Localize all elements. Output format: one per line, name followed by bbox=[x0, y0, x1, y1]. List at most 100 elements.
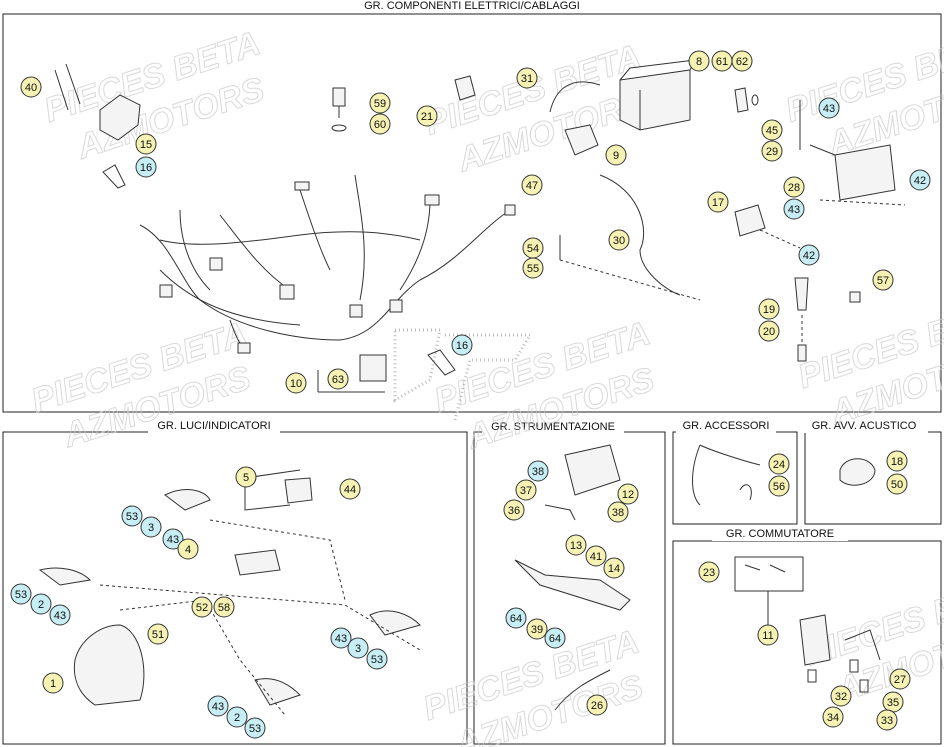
callout-number: 43 bbox=[335, 633, 347, 645]
callout-circle bbox=[768, 475, 790, 497]
callout-59: 59 bbox=[369, 92, 391, 114]
callout-28: 28 bbox=[783, 176, 805, 198]
callout-64: 64 bbox=[544, 627, 566, 649]
callout-number: 15 bbox=[140, 139, 152, 151]
callout-58: 58 bbox=[213, 596, 235, 618]
accessory-cable-part bbox=[692, 444, 761, 506]
callout-55: 55 bbox=[522, 257, 544, 279]
callout-circle bbox=[30, 593, 52, 615]
callout-16: 16 bbox=[135, 156, 157, 178]
callout-circle bbox=[207, 695, 229, 717]
callout-number: 60 bbox=[374, 119, 386, 131]
ignition-switch-part bbox=[799, 614, 831, 666]
callout-number: 16 bbox=[140, 162, 152, 174]
callout-number: 58 bbox=[218, 602, 230, 614]
callout-number: 43 bbox=[788, 204, 800, 216]
callout-number: 32 bbox=[835, 691, 847, 703]
callout-circle bbox=[822, 706, 844, 728]
callout-number: 43 bbox=[212, 701, 224, 713]
callout-number: 47 bbox=[526, 180, 538, 192]
plug-cap-part bbox=[794, 277, 809, 311]
callout-circle bbox=[244, 717, 266, 739]
callout-11: 11 bbox=[757, 624, 779, 646]
callout-number: 23 bbox=[703, 567, 715, 579]
cable-26-part bbox=[554, 669, 611, 711]
main-section-title: GR. COMPONENTI ELETTRICI/CABLAGGI bbox=[364, 0, 580, 12]
cdi-28-part bbox=[834, 144, 896, 201]
section-title-luci: GR. LUCI/INDICATORI bbox=[157, 420, 270, 432]
callout-circle bbox=[586, 694, 608, 716]
section-title-commutatore: GR. COMMUTATORE bbox=[726, 528, 834, 540]
callout-circle bbox=[565, 534, 587, 556]
callout-number: 56 bbox=[773, 481, 785, 493]
callout-number: 37 bbox=[520, 485, 532, 497]
drawings-strumentazione bbox=[514, 444, 631, 711]
frame-componenti-elettrici bbox=[2, 13, 942, 413]
callout-circle bbox=[42, 672, 64, 694]
callout-circle bbox=[369, 113, 391, 135]
callout-circle bbox=[285, 372, 307, 394]
callout-circle bbox=[369, 92, 391, 114]
callout-number: 13 bbox=[570, 540, 582, 552]
callout-43: 43 bbox=[162, 528, 184, 550]
callout-53: 53 bbox=[10, 583, 32, 605]
section-titles: GR. LUCI/INDICATORI GR. STRUMENTAZIONE G… bbox=[148, 419, 928, 541]
callout-circle bbox=[147, 623, 169, 645]
callout-number: 53 bbox=[126, 511, 138, 523]
callout-number: 43 bbox=[167, 534, 179, 546]
dashboard-part bbox=[564, 444, 621, 496]
callout-circle bbox=[347, 637, 369, 659]
callout-number: 42 bbox=[803, 250, 815, 262]
callout-14: 14 bbox=[603, 557, 625, 579]
callout-circle bbox=[818, 97, 840, 119]
callout-26: 26 bbox=[586, 694, 608, 716]
callout-circle bbox=[505, 607, 527, 629]
callout-circle bbox=[135, 133, 157, 155]
callout-circle bbox=[872, 269, 894, 291]
callout-circle bbox=[140, 516, 162, 538]
callout-circle bbox=[783, 176, 805, 198]
section-title-acustico: GR. AVV. ACUSTICO bbox=[812, 420, 917, 432]
callout-circle bbox=[761, 140, 783, 162]
temp-sensor-part bbox=[331, 87, 347, 132]
callout-number: 30 bbox=[613, 235, 625, 247]
callout-circle bbox=[544, 627, 566, 649]
callout-4: 4 bbox=[177, 538, 199, 560]
callout-40: 40 bbox=[20, 76, 42, 98]
callout-circle bbox=[135, 156, 157, 178]
callout-number: 40 bbox=[25, 82, 37, 94]
callout-number: 38 bbox=[612, 507, 624, 519]
callout-34: 34 bbox=[822, 706, 844, 728]
callout-number: 9 bbox=[613, 150, 619, 162]
callout-24: 24 bbox=[768, 453, 790, 475]
wiring-harness bbox=[139, 174, 516, 354]
callout-circle bbox=[226, 706, 248, 728]
callout-43: 43 bbox=[49, 604, 71, 626]
drawings-misc bbox=[692, 444, 881, 693]
tail-light-part bbox=[234, 549, 281, 576]
callout-number: 52 bbox=[196, 602, 208, 614]
callout-20: 20 bbox=[758, 320, 780, 342]
sensor-16b-part bbox=[427, 349, 456, 376]
callout-circle bbox=[698, 561, 720, 583]
callout-60: 60 bbox=[369, 113, 391, 135]
callout-9: 9 bbox=[605, 144, 627, 166]
callout-number: 42 bbox=[914, 175, 926, 187]
callout-number: 11 bbox=[762, 630, 773, 642]
callout-circle bbox=[876, 709, 898, 731]
callout-32: 32 bbox=[830, 685, 852, 707]
callout-circle bbox=[213, 596, 235, 618]
callout-number: 18 bbox=[891, 456, 903, 468]
callout-2: 2 bbox=[226, 706, 248, 728]
drawings-componenti bbox=[54, 59, 906, 393]
callout-37: 37 bbox=[515, 479, 537, 501]
callout-3: 3 bbox=[140, 516, 162, 538]
section-title-accessori: GR. ACCESSORI bbox=[683, 420, 770, 432]
frame-avv-acustico bbox=[804, 431, 942, 525]
callout-number: 19 bbox=[763, 304, 775, 316]
callout-circle bbox=[339, 478, 361, 500]
callout-39: 39 bbox=[526, 618, 548, 640]
drawings-luci bbox=[38, 469, 421, 716]
callout-number: 44 bbox=[344, 484, 356, 496]
